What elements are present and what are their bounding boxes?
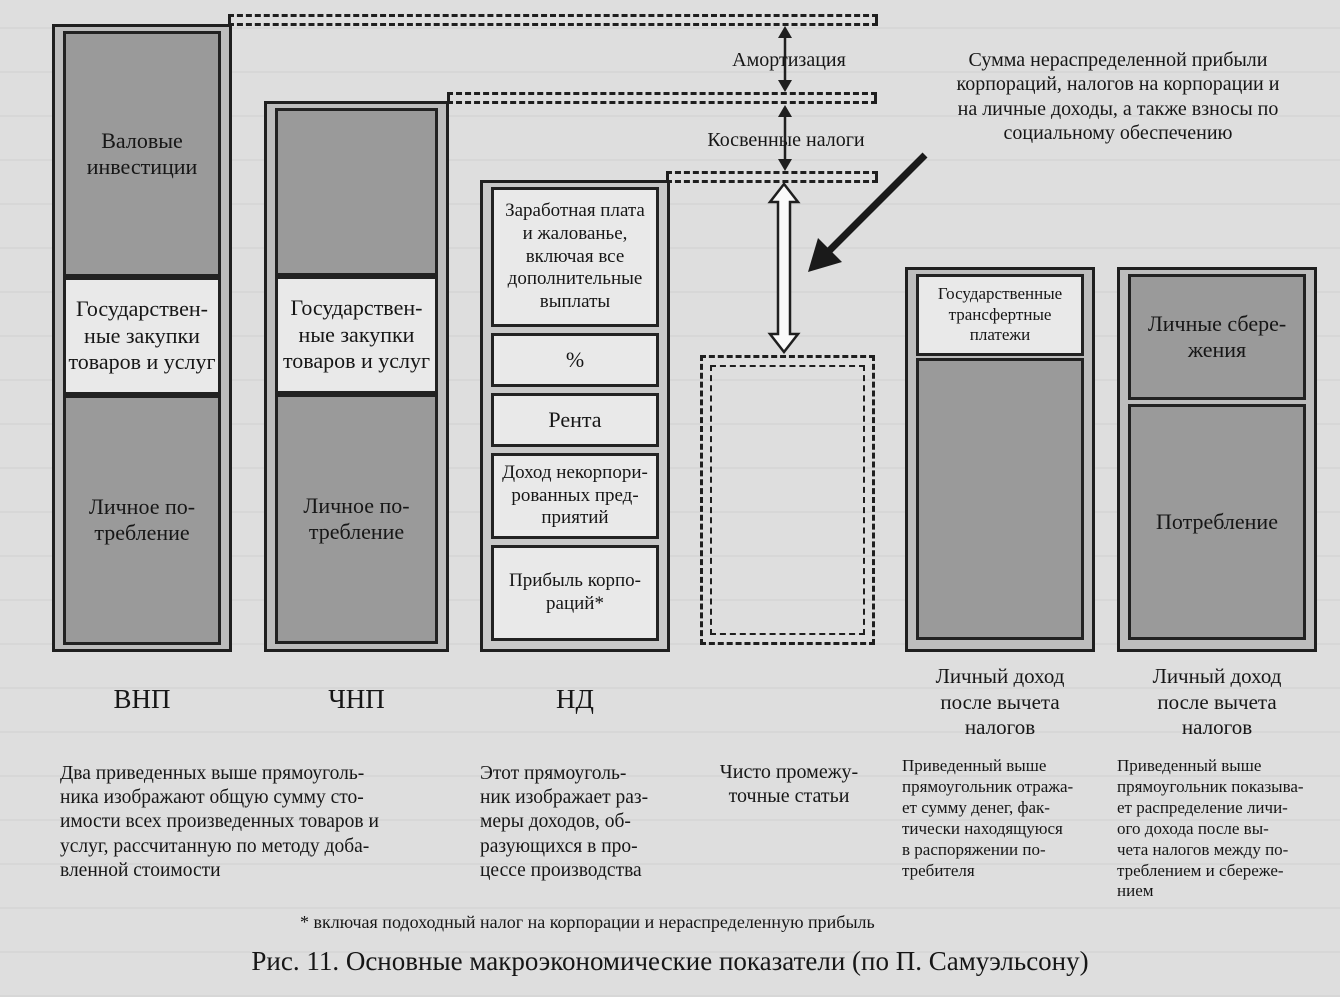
di-note: Приведенный выше прямоугольник отража- е… bbox=[902, 756, 1074, 880]
di-label: Личный доход после вычета налогов bbox=[935, 664, 1065, 740]
di-split-note: Приведенный выше прямоугольник показыва-… bbox=[1117, 756, 1304, 901]
di-transfer-payments: Государственные трансфертные платежи bbox=[916, 274, 1084, 356]
footnote: * включая подоходный налог на корпорации… bbox=[300, 912, 875, 932]
nnp-label: ЧНП bbox=[328, 684, 385, 714]
ni-label: НД bbox=[556, 684, 594, 714]
depreciation-label: Амортизация bbox=[732, 49, 846, 71]
depreciation-dashed-line-top bbox=[228, 14, 878, 26]
intermediate-items-label: Чисто промежу- точные статьи bbox=[719, 761, 859, 808]
di-split-label: Личный доход после вычета налогов bbox=[1152, 664, 1282, 740]
indirect-taxes-label: Косвенные налоги bbox=[707, 129, 865, 151]
di-disposable-income bbox=[916, 358, 1084, 640]
di-split-consumption: Потребление bbox=[1128, 404, 1306, 640]
intermediate-items-dashed-box-inner bbox=[710, 365, 865, 635]
arrow-undistributed-double-icon bbox=[767, 182, 801, 354]
gnp-nnp-note: Два приведенных выше прямоуголь- ника из… bbox=[60, 763, 379, 881]
ni-top-dashed-line bbox=[666, 171, 878, 183]
undistributed-profit-label: Сумма нераспределенной прибыли корпораци… bbox=[956, 49, 1280, 145]
nnp-column: Государствен- ные закупки товаров и услу… bbox=[264, 101, 449, 652]
intermediate-items-dashed-box bbox=[700, 355, 875, 645]
gnp-personal-consumption: Личное по- требление bbox=[63, 395, 221, 645]
nnp-government-purchases: Государствен- ные закупки товаров и услу… bbox=[275, 276, 438, 394]
nnp-gross-investment bbox=[275, 108, 438, 276]
gnp-gross-investment: Валовые инвестиции bbox=[63, 31, 221, 277]
ni-proprietors-income: Доход некорпори- рованных пред- приятий bbox=[491, 453, 659, 539]
arrow-pointer-icon bbox=[808, 152, 928, 272]
ni-corporate-profit: Прибыль корпо- раций* bbox=[491, 545, 659, 641]
gnp-column: Валовые инвестиции Государствен- ные зак… bbox=[52, 24, 232, 652]
figure-caption: Рис. 11. Основные макроэкономические пок… bbox=[251, 946, 1089, 976]
ni-interest: % bbox=[491, 333, 659, 387]
gnp-government-purchases: Государствен- ные закупки товаров и услу… bbox=[63, 277, 221, 395]
di-split-savings: Личные сбере- жения bbox=[1128, 274, 1306, 400]
ni-note: Этот прямоуголь- ник изображает раз- мер… bbox=[480, 763, 649, 881]
nnp-personal-consumption: Личное по- требление bbox=[275, 394, 438, 644]
ni-rent: Рента bbox=[491, 393, 659, 447]
ni-column: Заработная плата и жалованье, включая вс… bbox=[480, 180, 670, 652]
di-split-column: Личные сбере- жения Потребление bbox=[1117, 267, 1317, 652]
ni-wages: Заработная плата и жалованье, включая вс… bbox=[491, 187, 659, 327]
gnp-label: ВНП bbox=[113, 684, 171, 714]
di-column: Государственные трансфертные платежи bbox=[905, 267, 1095, 652]
indirect-tax-dashed-line bbox=[447, 92, 877, 104]
arrow-depreciation-icon bbox=[778, 26, 792, 92]
arrow-indirect-taxes-icon bbox=[778, 105, 792, 171]
